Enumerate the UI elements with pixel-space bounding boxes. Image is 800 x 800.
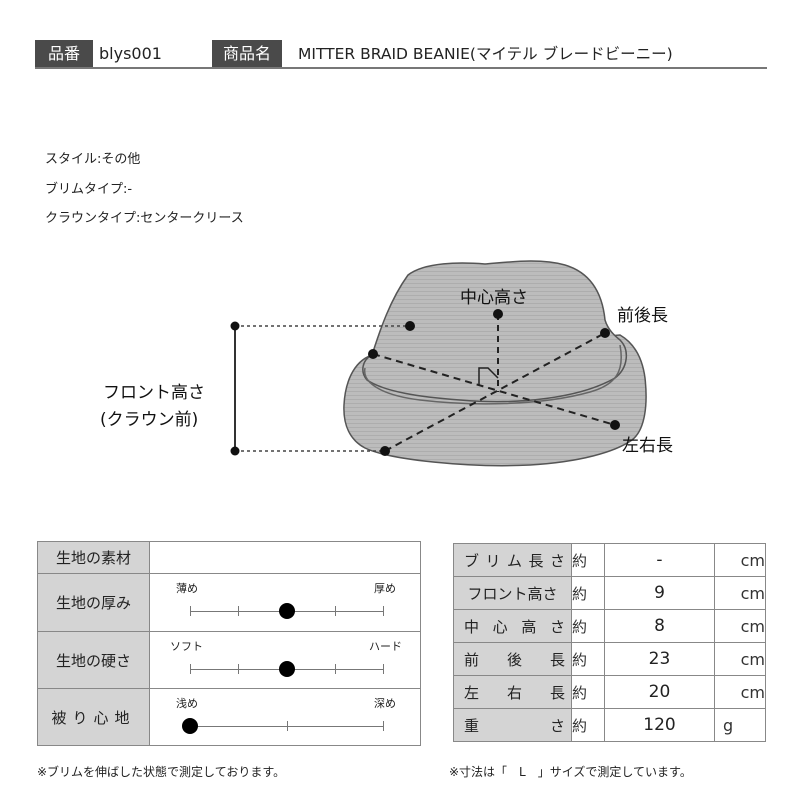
front-back-row-label: 前 後 長 bbox=[453, 642, 572, 676]
table-row: 生地の厚み 薄め 厚め bbox=[37, 573, 421, 632]
center-height-value: 8 bbox=[604, 609, 715, 643]
center-height-label: 中心高さ bbox=[460, 288, 528, 308]
label-char: 後 bbox=[506, 650, 522, 669]
approx-label: 約 bbox=[571, 576, 605, 610]
scale-tick bbox=[190, 606, 191, 616]
label-char: ブ bbox=[464, 551, 480, 570]
hat-measurement-diagram: フロント高さ (クラウン前) 中心高さ 前後長 左右長 bbox=[100, 260, 673, 467]
scale-tick bbox=[238, 606, 239, 616]
scale-tick bbox=[335, 664, 336, 674]
front-back-value: 23 bbox=[604, 642, 715, 676]
unit-label: cm bbox=[714, 642, 766, 676]
label-char: 長 bbox=[528, 551, 544, 570]
unit-label: cm bbox=[714, 576, 766, 610]
scale-tick bbox=[383, 721, 384, 731]
hat-illustration bbox=[230, 260, 647, 467]
crown-type-info: クラウンタイプ:センタークリース bbox=[45, 211, 244, 226]
label-char: 左 bbox=[464, 683, 480, 702]
fabric-material-value bbox=[149, 541, 421, 574]
approx-label: 約 bbox=[571, 675, 605, 709]
size-measurement-note: ※寸法は「 L 」サイズで測定しています。 bbox=[449, 765, 692, 779]
header-underline bbox=[35, 67, 767, 69]
label-char: 重 bbox=[464, 716, 480, 735]
style-info: スタイル:その他 bbox=[45, 152, 141, 167]
fabric-hardness-label: 生地の硬さ bbox=[37, 631, 150, 689]
approx-label: 約 bbox=[571, 642, 605, 676]
label-text: フロント高さ bbox=[467, 584, 558, 603]
label-char: 右 bbox=[506, 683, 522, 702]
scale-min-label: ソフト bbox=[170, 640, 203, 653]
brim-measurement-note: ※ブリムを伸ばした状態で測定しております。 bbox=[37, 765, 286, 779]
unit-label: cm bbox=[714, 609, 766, 643]
fabric-properties-table: 生地の素材 生地の厚み 薄め 厚め 生地の硬さ ソフト ハード bbox=[37, 541, 421, 746]
label-char: 中 bbox=[464, 617, 480, 636]
approx-label: 約 bbox=[571, 708, 605, 742]
scale-max-label: ハード bbox=[369, 640, 402, 653]
product-name-label: 商品名 bbox=[212, 40, 282, 68]
front-height-sublabel: (クラウン前) bbox=[100, 410, 199, 430]
label-char: ム bbox=[506, 551, 522, 570]
scale-tick bbox=[383, 664, 384, 674]
scale-indicator-dot bbox=[182, 718, 198, 734]
table-row: ブ リ ム 長 さ 約 - cm bbox=[453, 543, 766, 577]
fit-depth-label: 被り心地 bbox=[37, 688, 150, 746]
fabric-thickness-label: 生地の厚み bbox=[37, 573, 150, 632]
front-height-row-label: フロント高さ bbox=[453, 576, 572, 610]
scale-indicator-dot bbox=[279, 661, 295, 677]
brim-type-info: ブリムタイプ:- bbox=[45, 182, 133, 197]
table-row: 生地の硬さ ソフト ハード bbox=[37, 631, 421, 689]
label-char: さ bbox=[549, 551, 565, 570]
approx-label: 約 bbox=[571, 609, 605, 643]
scale-tick bbox=[383, 606, 384, 616]
scale-tick bbox=[190, 664, 191, 674]
fit-depth-scale: 浅め 深め bbox=[149, 688, 421, 746]
left-right-value: 20 bbox=[604, 675, 715, 709]
table-row: 生地の素材 bbox=[37, 541, 421, 574]
label-char: 高 bbox=[521, 617, 537, 636]
label-char: 前 bbox=[464, 650, 480, 669]
weight-value: 120 bbox=[604, 708, 715, 742]
table-row: 被り心地 浅め 深め bbox=[37, 688, 421, 746]
fabric-thickness-scale: 薄め 厚め bbox=[149, 573, 421, 632]
scale-max-label: 深め bbox=[374, 697, 396, 710]
weight-row-label: 重 さ bbox=[453, 708, 572, 742]
item-number-value: blys001 bbox=[99, 44, 162, 63]
table-row: 前 後 長 約 23 cm bbox=[453, 642, 766, 676]
approx-label: 約 bbox=[571, 543, 605, 577]
table-row: 中 心 高 さ 約 8 cm bbox=[453, 609, 766, 643]
scale-max-label: 厚め bbox=[374, 582, 396, 595]
product-name-value: MITTER BRAID BEANIE(マイテル ブレードビーニー) bbox=[298, 45, 673, 63]
scale-tick bbox=[335, 606, 336, 616]
brim-length-value: - bbox=[604, 543, 715, 577]
front-height-value: 9 bbox=[604, 576, 715, 610]
scale-tick bbox=[287, 721, 288, 731]
label-char: 心 bbox=[492, 617, 508, 636]
label-char: さ bbox=[549, 716, 565, 735]
label-char: 長 bbox=[549, 683, 565, 702]
left-right-row-label: 左 右 長 bbox=[453, 675, 572, 709]
scale-min-label: 薄め bbox=[176, 582, 198, 595]
fabric-hardness-scale: ソフト ハード bbox=[149, 631, 421, 689]
table-row: フロント高さ 約 9 cm bbox=[453, 576, 766, 610]
size-measurements-table: ブ リ ム 長 さ 約 - cm フロント高さ 約 9 cm 中 心 高 さ 約 bbox=[453, 543, 766, 742]
scale-track bbox=[190, 726, 383, 727]
fabric-material-label: 生地の素材 bbox=[37, 541, 150, 574]
left-right-length-label: 左右長 bbox=[622, 436, 673, 456]
center-height-row-label: 中 心 高 さ bbox=[453, 609, 572, 643]
front-height-label: フロント高さ bbox=[103, 383, 205, 403]
scale-indicator-dot bbox=[279, 603, 295, 619]
unit-label: cm bbox=[714, 675, 766, 709]
item-number-label: 品番 bbox=[35, 40, 93, 68]
label-char: さ bbox=[549, 617, 565, 636]
brim-length-label: ブ リ ム 長 さ bbox=[453, 543, 572, 577]
table-row: 重 さ 約 120 g bbox=[453, 708, 766, 742]
front-back-length-label: 前後長 bbox=[617, 306, 668, 326]
scale-tick bbox=[238, 664, 239, 674]
table-row: 左 右 長 約 20 cm bbox=[453, 675, 766, 709]
unit-label: cm bbox=[714, 543, 766, 577]
label-char: リ bbox=[485, 551, 501, 570]
unit-label: g bbox=[714, 708, 766, 742]
label-char: 長 bbox=[549, 650, 565, 669]
scale-min-label: 浅め bbox=[176, 697, 198, 710]
